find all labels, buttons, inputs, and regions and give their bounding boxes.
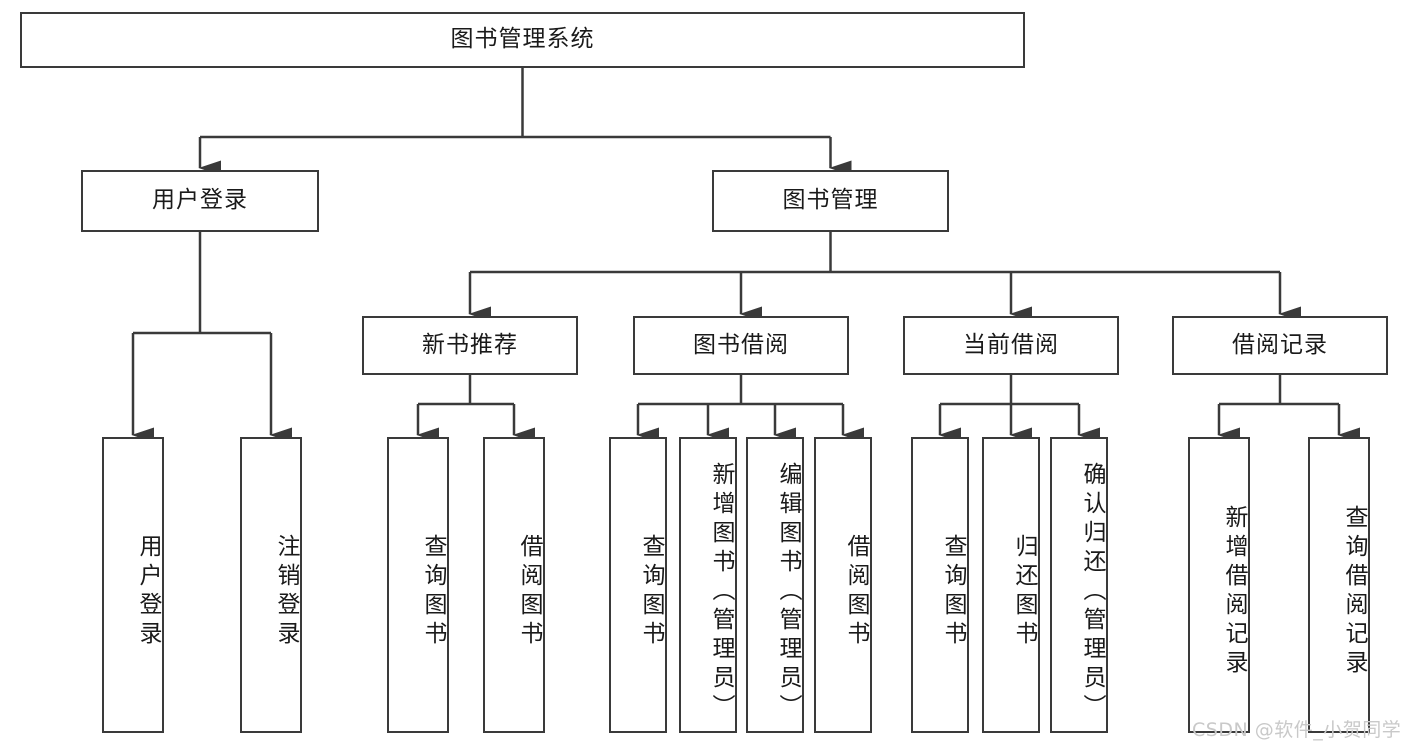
node-borrow-record[interactable]: 借阅记录: [1172, 316, 1388, 375]
node-leaf-cb-confirm[interactable]: 确认归还（管理员）: [1050, 437, 1108, 733]
node-label: 新增图书（管理员）: [708, 461, 734, 723]
node-leaf-user-login[interactable]: 用户登录: [102, 437, 164, 733]
node-current-borrow[interactable]: 当前借阅: [903, 316, 1119, 375]
node-new-book-rec[interactable]: 新书推荐: [362, 316, 578, 375]
node-label: 注销登录: [273, 534, 299, 650]
node-book-borrow[interactable]: 图书借阅: [633, 316, 849, 375]
node-book-admin[interactable]: 图书管理: [712, 170, 949, 232]
node-leaf-nb-query[interactable]: 查询图书: [387, 437, 449, 733]
node-leaf-cb-query[interactable]: 查询图书: [911, 437, 969, 733]
node-user-login[interactable]: 用户登录: [81, 170, 319, 232]
node-leaf-bb-query[interactable]: 查询图书: [609, 437, 667, 733]
node-label: 编辑图书（管理员）: [775, 461, 801, 723]
node-label: 借阅图书: [516, 534, 542, 650]
node-leaf-bb-borrow[interactable]: 借阅图书: [814, 437, 872, 733]
node-label: 图书管理系统: [450, 26, 595, 53]
node-label: 图书管理: [782, 187, 879, 214]
node-label: 查询图书: [638, 534, 664, 650]
node-label: 图书借阅: [693, 331, 789, 358]
node-label: 新书推荐: [422, 331, 518, 358]
node-label: 查询借阅记录: [1341, 505, 1367, 679]
node-leaf-nb-borrow[interactable]: 借阅图书: [483, 437, 545, 733]
node-label: 确认归还（管理员）: [1079, 461, 1105, 723]
node-label: 用户登录: [135, 534, 161, 650]
node-label: 当前借阅: [963, 331, 1059, 358]
node-label: 借阅记录: [1232, 331, 1328, 358]
node-label: 新增借阅记录: [1221, 505, 1247, 679]
node-leaf-user-logout[interactable]: 注销登录: [240, 437, 302, 733]
node-leaf-br-add[interactable]: 新增借阅记录: [1188, 437, 1250, 733]
node-leaf-bb-add[interactable]: 新增图书（管理员）: [679, 437, 737, 733]
node-leaf-br-query[interactable]: 查询借阅记录: [1308, 437, 1370, 733]
node-label: 归还图书: [1011, 534, 1037, 650]
node-label: 借阅图书: [843, 534, 869, 650]
node-root[interactable]: 图书管理系统: [20, 12, 1025, 68]
node-label: 查询图书: [420, 534, 446, 650]
node-leaf-cb-return[interactable]: 归还图书: [982, 437, 1040, 733]
node-label: 用户登录: [152, 187, 248, 214]
node-leaf-bb-edit[interactable]: 编辑图书（管理员）: [746, 437, 804, 733]
node-label: 查询图书: [940, 534, 966, 650]
